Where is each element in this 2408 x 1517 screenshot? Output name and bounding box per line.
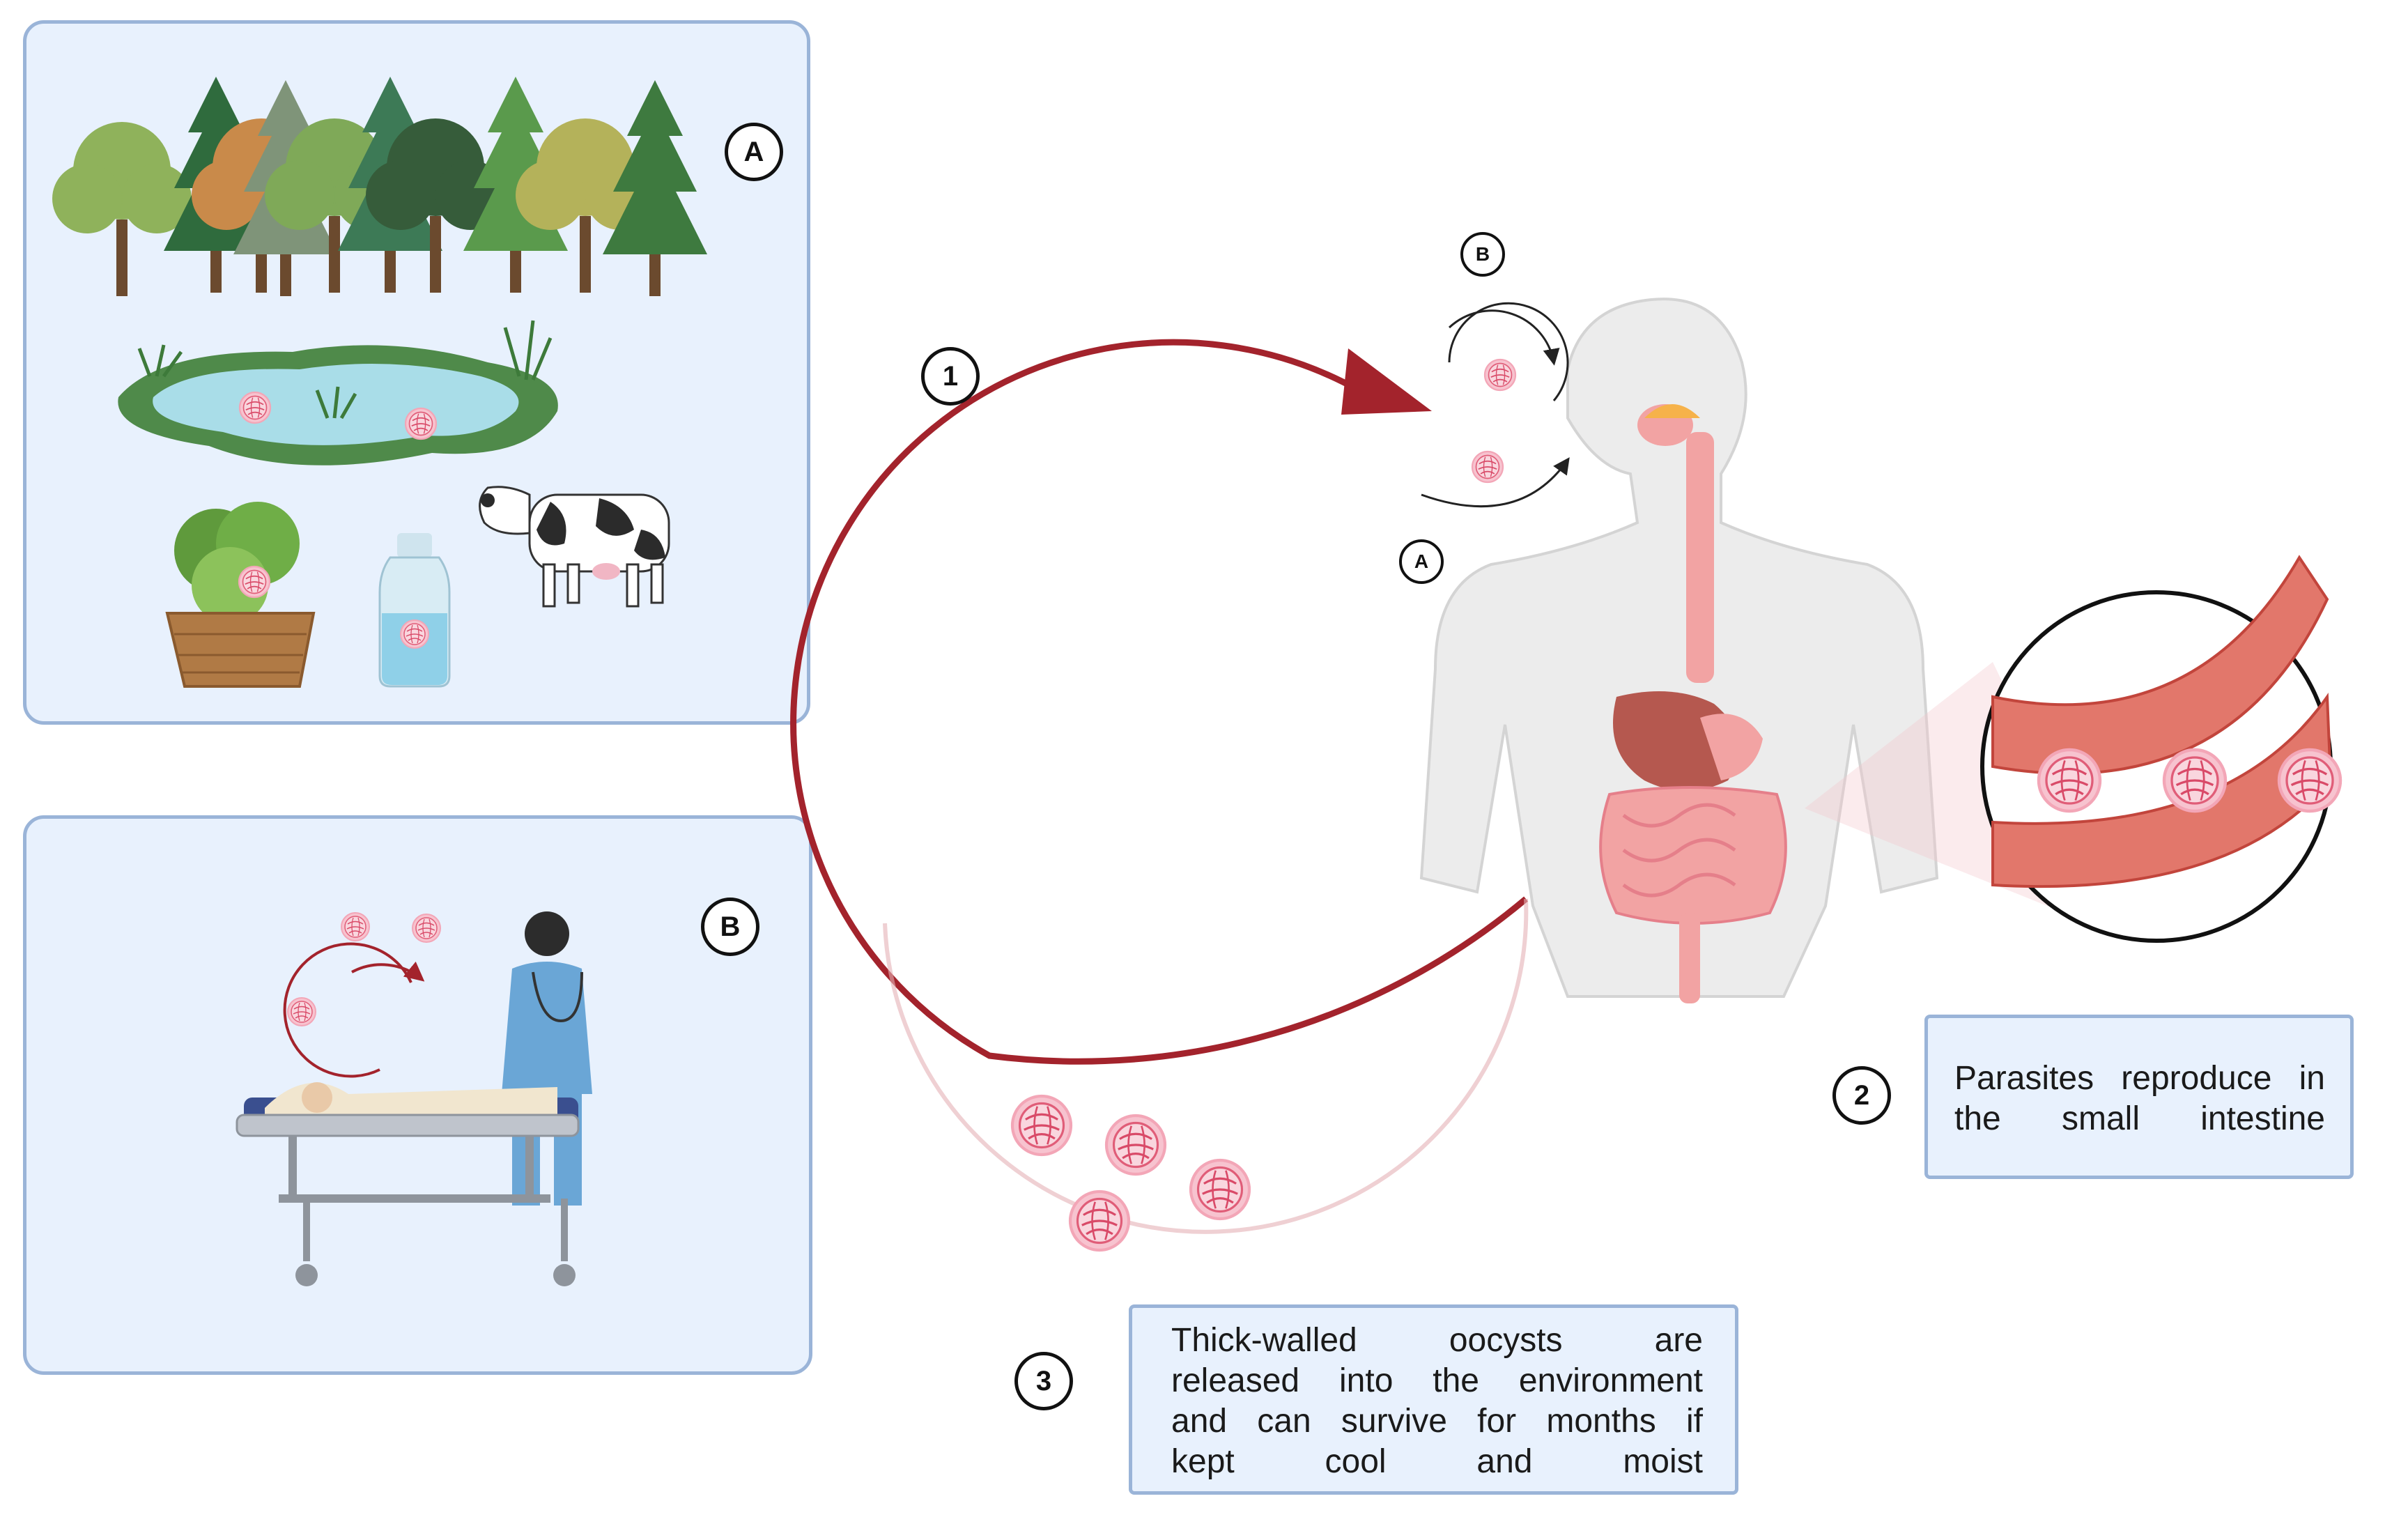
panel-b-label: B <box>701 898 759 956</box>
step-2-label: 2 <box>1832 1066 1891 1125</box>
forest-illustration <box>52 77 707 296</box>
vegetable-basket-illustration <box>165 502 316 688</box>
route-b-label: B <box>1460 232 1505 277</box>
intestine-magnification <box>1805 555 2340 943</box>
step-3-line: released into the environment <box>1171 1362 1703 1399</box>
hospital-scene-illustration <box>236 911 592 1286</box>
step-2-line: the small intestine <box>1954 1100 2325 1137</box>
step-3-line: and can survive for months if <box>1171 1403 1703 1440</box>
step-3-description: Thick-walled oocysts are released into t… <box>1129 1304 1738 1495</box>
life-cycle-arrow <box>790 339 1529 1234</box>
ingestion-routes <box>1421 302 1570 508</box>
step-1-label: 1 <box>921 347 980 406</box>
human-body-illustration <box>1419 298 1939 1003</box>
panel-a-label: A <box>725 123 783 181</box>
released-oocysts <box>1012 1096 1249 1250</box>
route-a-label: A <box>1399 539 1444 584</box>
step-3-line: Thick-walled oocysts are <box>1171 1322 1703 1359</box>
water-bottle-illustration <box>378 533 451 688</box>
step-3-label: 3 <box>1014 1352 1073 1410</box>
step-2-description: Parasites reproduce in the small intesti… <box>1924 1015 2354 1179</box>
step-3-line: kept cool and moist <box>1171 1443 1703 1480</box>
step-2-line: Parasites reproduce in <box>1954 1060 2325 1097</box>
pond-illustration <box>118 320 558 465</box>
cow-illustration <box>479 486 670 608</box>
